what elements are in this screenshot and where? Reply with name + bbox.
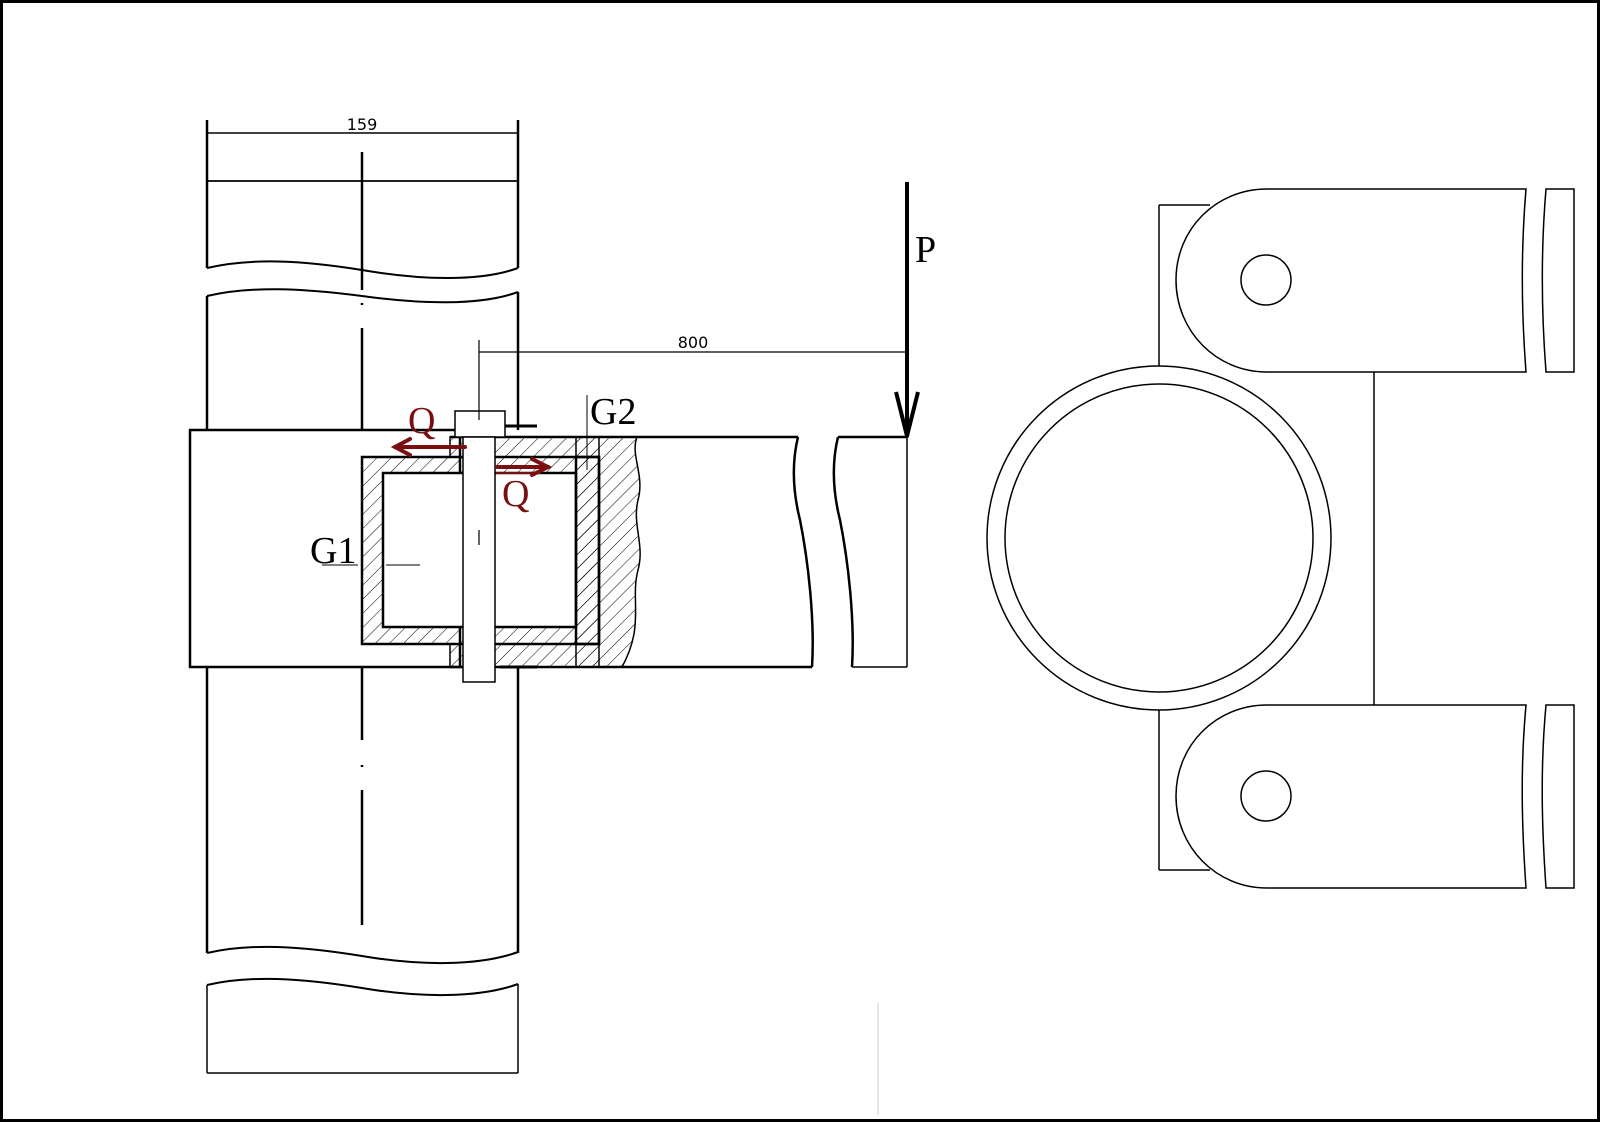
tube-section bbox=[360, 436, 641, 668]
vertical-pipe bbox=[205, 120, 520, 1074]
bolt bbox=[454, 340, 537, 683]
force-arrows bbox=[390, 437, 553, 477]
force-label-upper: Q bbox=[408, 400, 435, 442]
diameter-value: 159 bbox=[347, 115, 378, 134]
gap-2-marker bbox=[580, 395, 595, 470]
lever-arm-value: 800 bbox=[678, 333, 709, 352]
gap-1-label: G1 bbox=[310, 530, 356, 572]
gap-2-label: G2 bbox=[590, 391, 636, 433]
force-label-lower: Q bbox=[502, 473, 529, 515]
top-view bbox=[986, 188, 1599, 995]
load-label: P bbox=[915, 229, 936, 271]
diameter-dimension bbox=[206, 120, 519, 140]
gap-1-marker bbox=[322, 555, 420, 575]
load-arrow bbox=[894, 182, 920, 438]
